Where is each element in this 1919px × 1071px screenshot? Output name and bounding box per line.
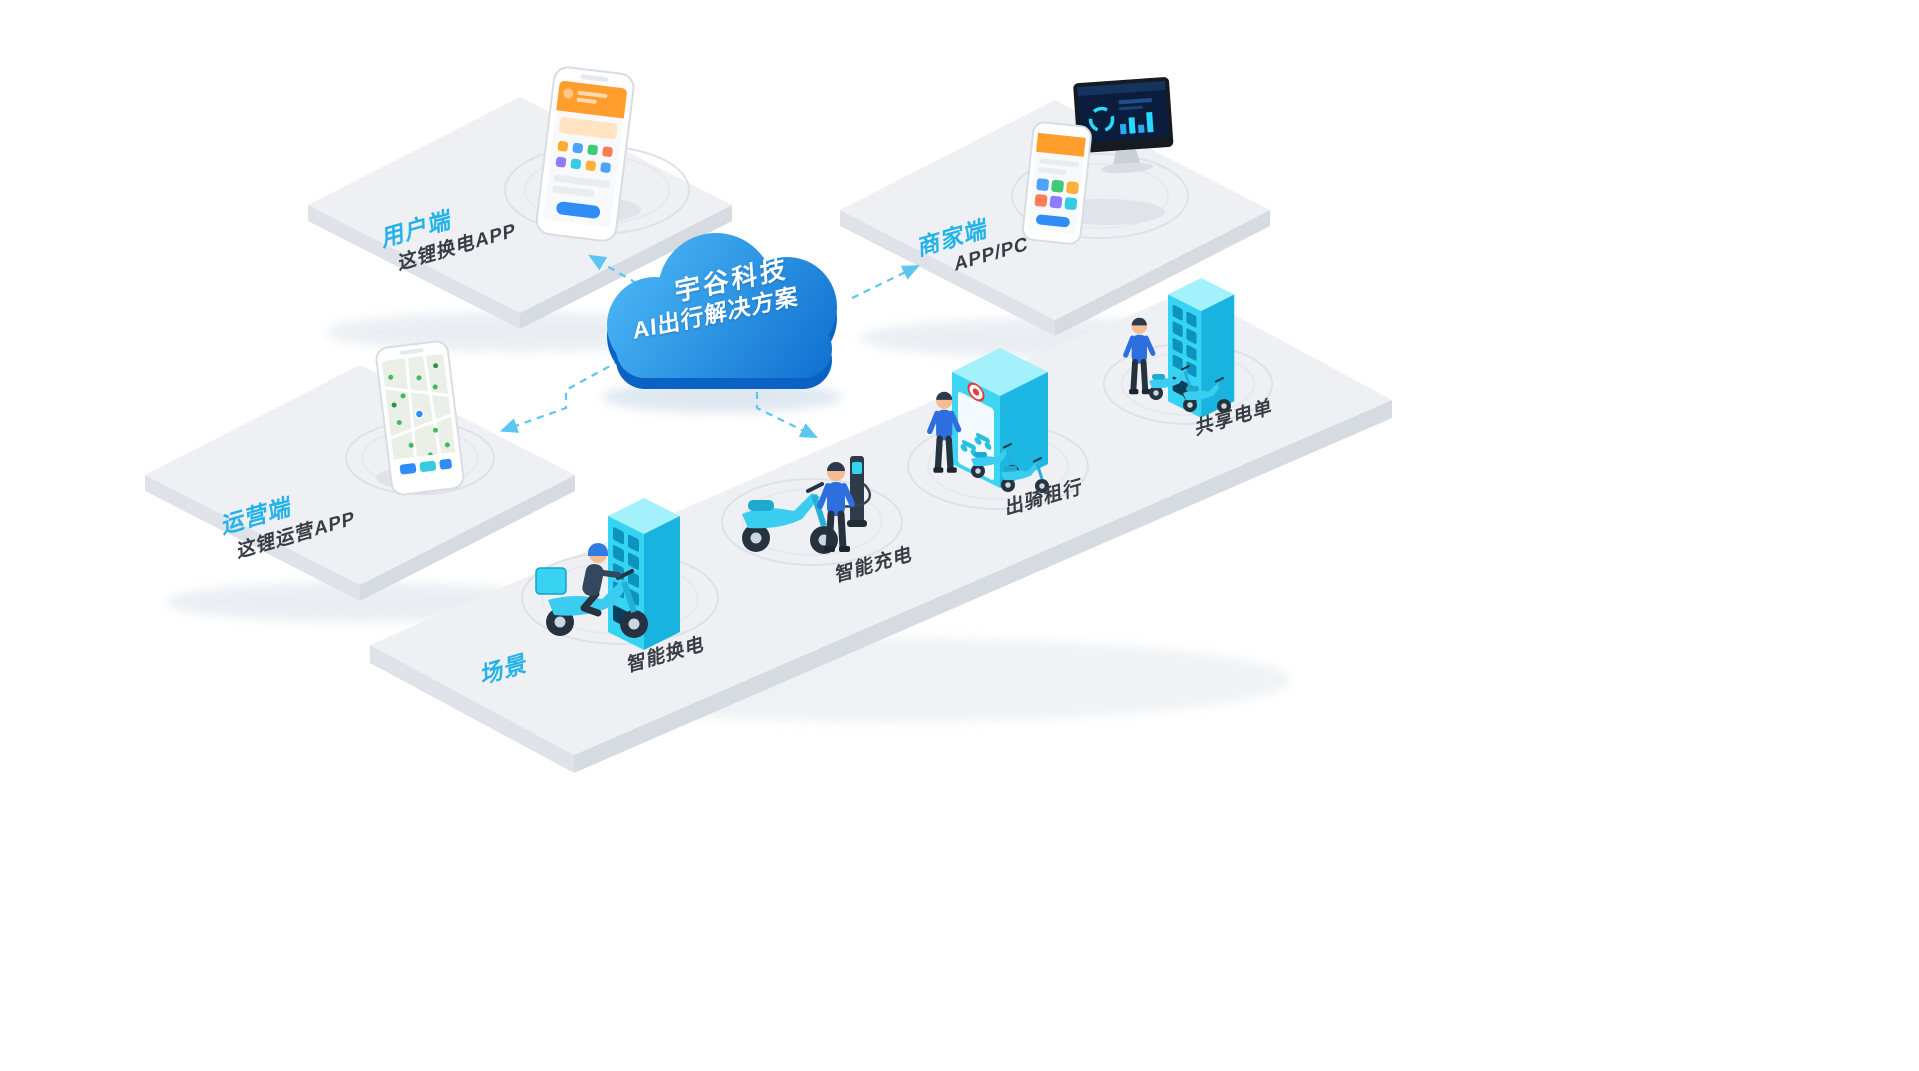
merchant-phone <box>1021 121 1092 245</box>
solution-cloud <box>607 233 837 389</box>
operator-map-phone <box>375 340 465 496</box>
rental-kiosk <box>952 348 1048 488</box>
delivery-rider-scooter <box>535 543 648 638</box>
platform-ring <box>721 478 903 566</box>
user-app-phone <box>535 66 635 242</box>
platform-scenes <box>370 290 1392 773</box>
kiosk-inner-scooters <box>960 432 992 457</box>
dashboard-donut-chart <box>1088 106 1115 133</box>
merchant-monitor <box>1073 77 1174 174</box>
arrow-cloud-to-merchant <box>851 265 920 299</box>
arrow-cloud-to-operator <box>499 353 633 433</box>
arrow-cloud-to-user <box>588 254 649 291</box>
platform-ring <box>1011 153 1189 239</box>
platform-operator <box>145 365 575 622</box>
map-current-location <box>414 409 425 419</box>
